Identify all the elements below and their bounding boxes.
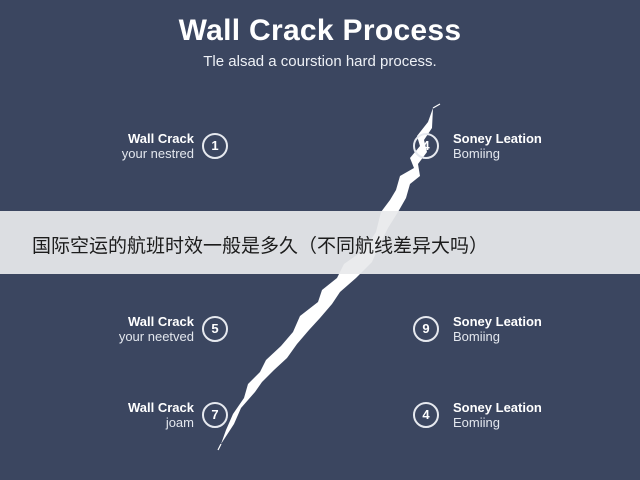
right-step-1: 4 Soney Leation Bomiing xyxy=(413,131,613,167)
right-step-2-number: 9 xyxy=(413,316,439,342)
left-step-2: Wall Crack your neetved 5 xyxy=(0,314,228,350)
left-step-3-number: 7 xyxy=(202,402,228,428)
right-step-2: 9 Soney Leation Bomiing xyxy=(413,314,613,350)
right-step-3-number: 4 xyxy=(413,402,439,428)
right-step-3: 4 Soney Leation Eomiing xyxy=(413,400,613,436)
crack-shape xyxy=(221,108,433,444)
left-step-1-number: 1 xyxy=(202,133,228,159)
right-step-2-subtitle: Bomiing xyxy=(453,329,500,344)
left-step-2-number: 5 xyxy=(202,316,228,342)
right-step-1-title: Soney Leation xyxy=(453,131,542,146)
left-step-2-subtitle: your neetved xyxy=(118,329,194,344)
page-title: Wall Crack Process xyxy=(178,14,462,47)
left-step-2-label: Wall Crack your neetved xyxy=(119,314,194,344)
right-step-1-number: 4 xyxy=(413,133,439,159)
left-step-1-title: Wall Crack xyxy=(128,131,194,146)
right-step-2-title: Soney Leation xyxy=(453,314,542,329)
right-step-3-subtitle: Eomiing xyxy=(453,415,500,430)
crack-edge-lines xyxy=(217,103,441,451)
left-step-2-title: Wall Crack xyxy=(128,314,194,329)
right-step-3-title: Soney Leation xyxy=(453,400,542,415)
left-step-1-label: Wall Crack your nestred xyxy=(122,131,194,161)
right-step-1-subtitle: Bomiing xyxy=(453,146,500,161)
right-step-1-label: Soney Leation Bomiing xyxy=(453,131,542,161)
page-subtitle: Tle alsad a courstion hard process. xyxy=(203,53,437,70)
left-step-1: Wall Crack your nestred 1 xyxy=(0,131,228,167)
left-step-3: Wall Crack joam 7 xyxy=(0,400,228,436)
caption-text: 国际空运的航班时效一般是多久（不同航线差异大吗） xyxy=(32,235,489,257)
left-step-3-label: Wall Crack joam xyxy=(128,400,194,430)
left-step-3-title: Wall Crack xyxy=(128,400,194,415)
left-step-1-subtitle: your nestred xyxy=(121,146,194,161)
right-step-2-label: Soney Leation Bomiing xyxy=(453,314,542,344)
right-step-3-label: Soney Leation Eomiing xyxy=(453,400,542,430)
left-step-3-subtitle: joam xyxy=(165,415,194,430)
caption-overlay: 国际空运的航班时效一般是多久（不同航线差异大吗） xyxy=(0,211,640,274)
